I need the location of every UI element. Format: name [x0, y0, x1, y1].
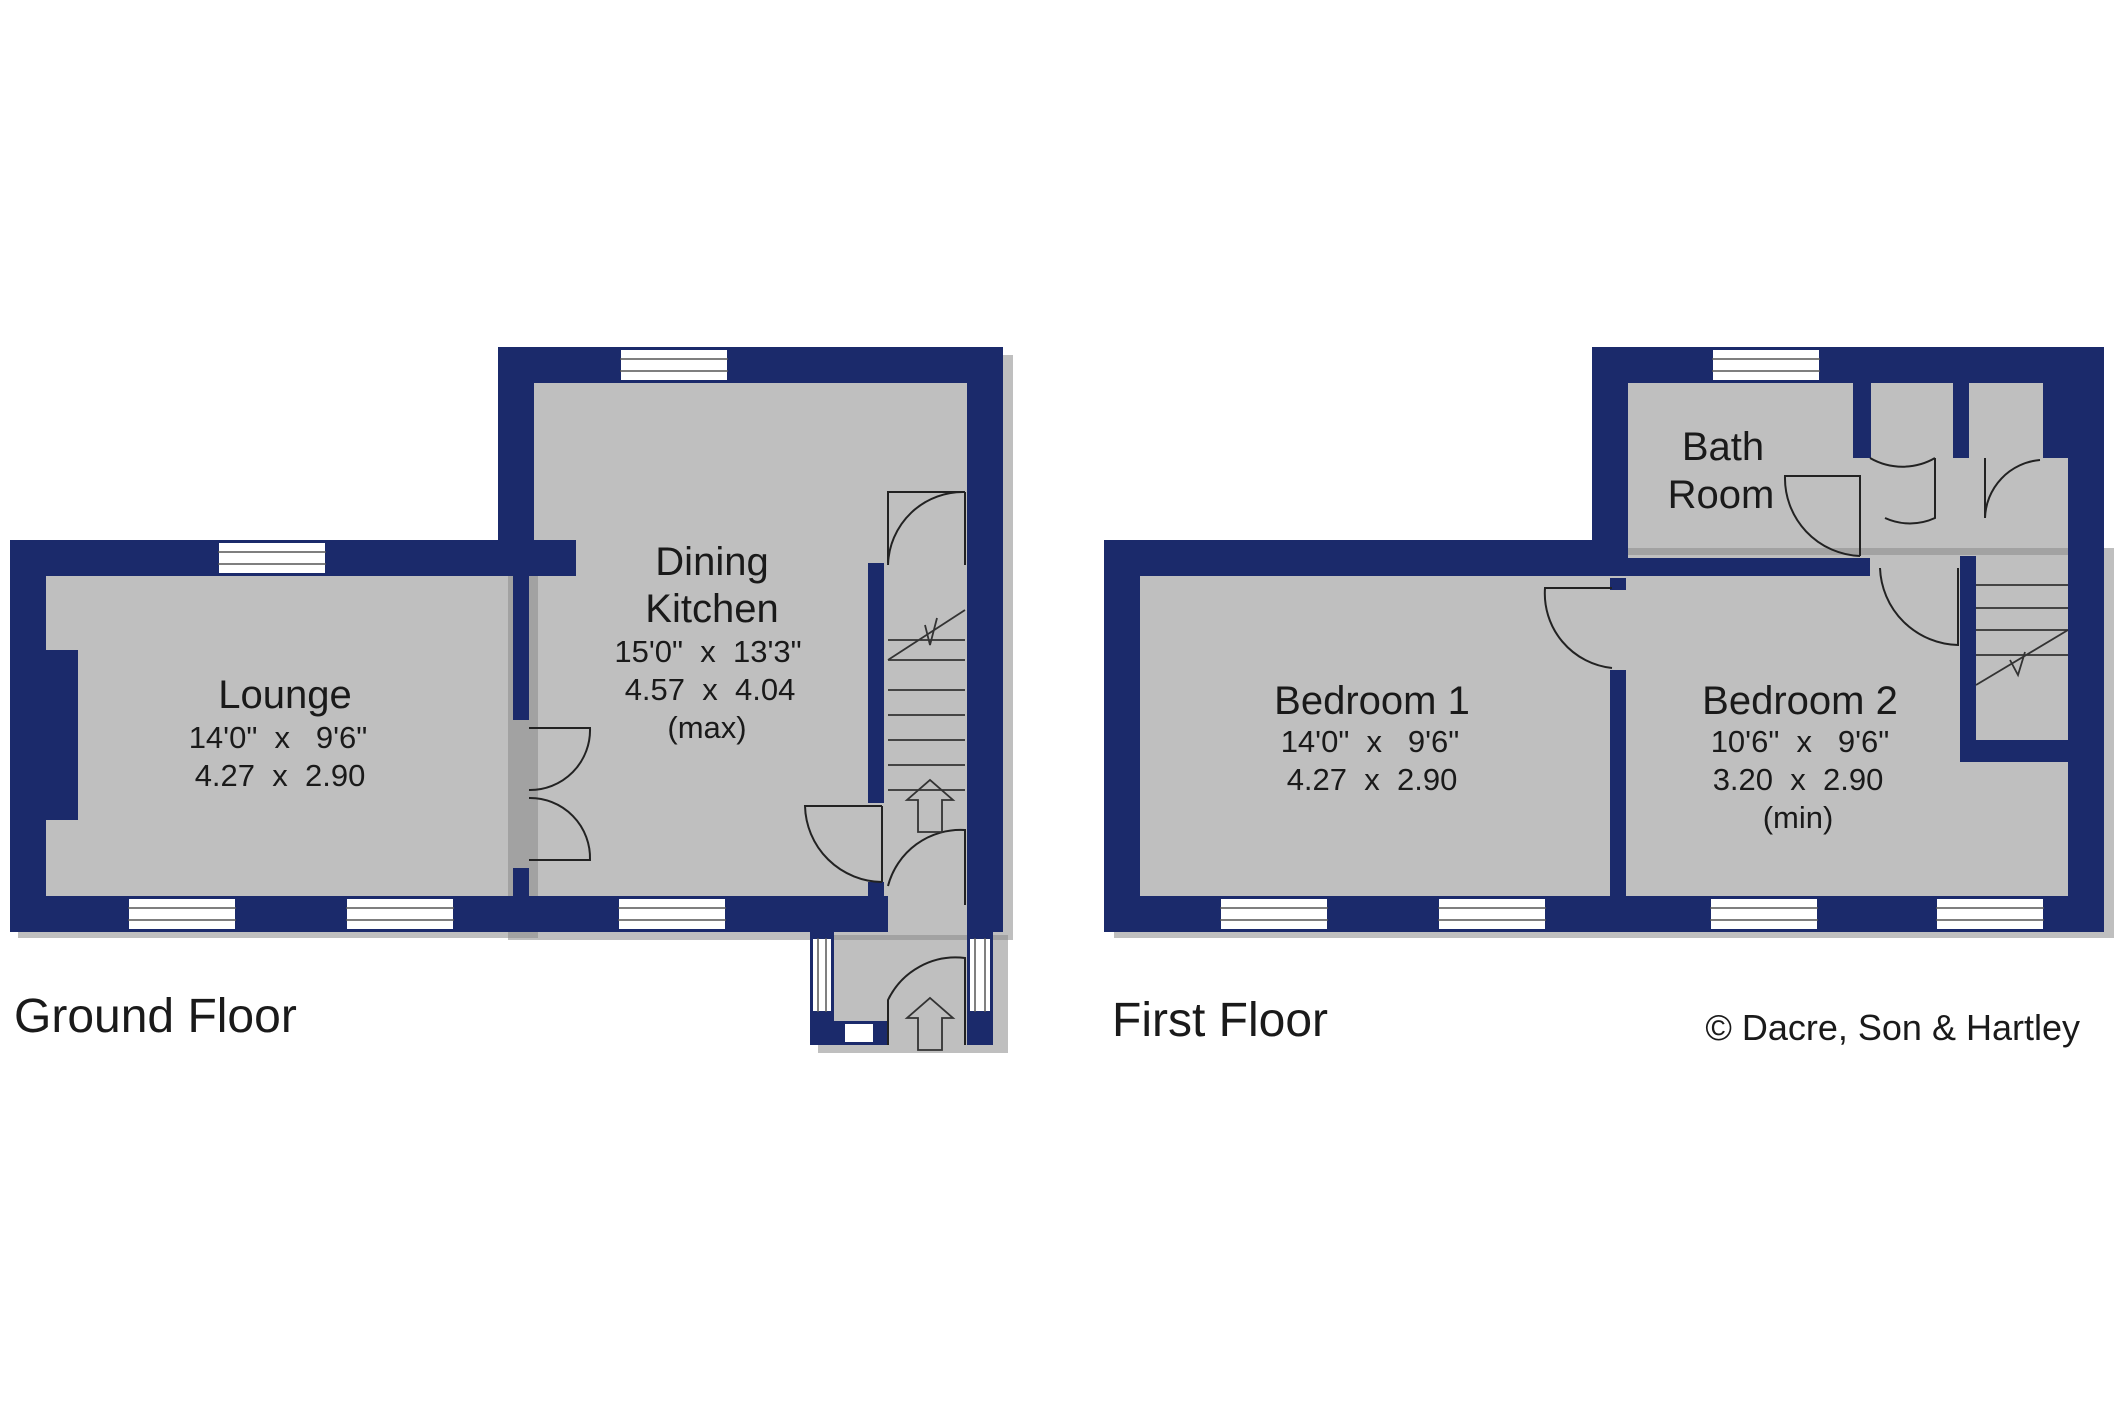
- bedroom2-dim-metric: 3.20 x 2.90: [1713, 762, 1884, 797]
- first-floor-stairs: [1975, 584, 2069, 686]
- first-floor-windows: [1219, 348, 2045, 931]
- kitchen-note: (max): [667, 710, 746, 745]
- first-floor-plan: Bath Room Bedroom 1 14'0" x 9'6" 4.27 x …: [1104, 347, 2114, 1047]
- ground-floor-shadow: [18, 355, 1013, 1053]
- ground-floor-label: Ground Floor: [14, 990, 297, 1043]
- lounge-name: Lounge: [218, 673, 351, 717]
- ground-floor-doors: [528, 490, 966, 1045]
- first-floor-doors: [1543, 457, 2041, 669]
- kitchen-dim-imperial: 15'0" x 13'3": [614, 634, 801, 669]
- kitchen-walls: [498, 347, 1003, 932]
- lounge-dim-metric: 4.27 x 2.90: [195, 758, 366, 793]
- bathroom-name-line2: Room: [1668, 473, 1775, 517]
- bedroom1-dim-metric: 4.27 x 2.90: [1287, 762, 1458, 797]
- copyright-text: © Dacre, Son & Hartley: [1705, 1007, 2080, 1048]
- first-floor-label: First Floor: [1112, 994, 1328, 1047]
- ground-floor-stairs: [887, 609, 966, 1051]
- bathroom-name-line1: Bath: [1682, 425, 1764, 469]
- bedroom1-name: Bedroom 1: [1274, 679, 1470, 723]
- kitchen-dim-metric: 4.57 x 4.04: [625, 672, 796, 707]
- kitchen-name-line1: Dining: [655, 540, 768, 584]
- bedroom2-note: (min): [1763, 800, 1834, 835]
- bedroom1-dim-imperial: 14'0" x 9'6": [1281, 724, 1460, 759]
- kitchen-name-line2: Kitchen: [645, 587, 778, 631]
- bedroom2-dim-imperial: 10'6" x 9'6": [1711, 724, 1890, 759]
- bedroom2-name: Bedroom 2: [1702, 679, 1898, 723]
- ground-floor-windows: [127, 348, 992, 1044]
- lounge-dim-imperial: 14'0" x 9'6": [189, 720, 368, 755]
- ground-floor-plan: Lounge 14'0" x 9'6" 4.27 x 2.90 Dining K…: [10, 347, 1013, 1053]
